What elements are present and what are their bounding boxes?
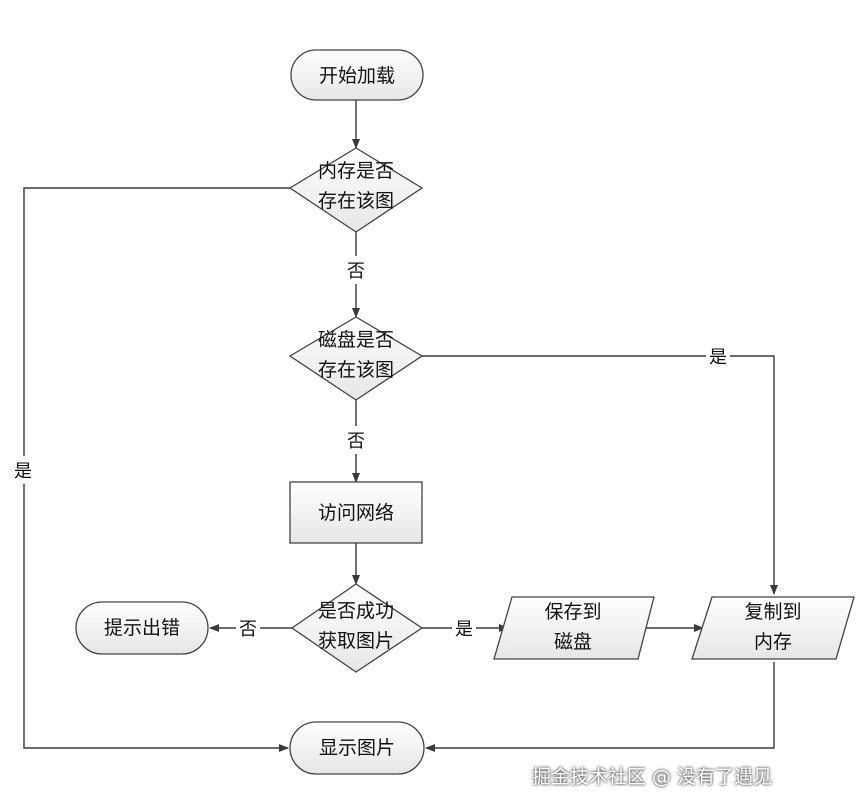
label-mem-no: 否 xyxy=(347,261,365,282)
node-start-label: 开始加载 xyxy=(319,65,395,87)
node-mem-check: 内存是否 存在该图 xyxy=(288,147,424,233)
label-mem-yes: 是 xyxy=(14,461,32,482)
node-error: 提示出错 xyxy=(75,601,209,655)
edge-disk-to-copy xyxy=(422,355,778,595)
edge-mem-to-display xyxy=(23,187,292,752)
node-disk-check-line1: 磁盘是否 xyxy=(318,329,394,351)
node-save-disk-line2: 磁盘 xyxy=(554,631,592,653)
node-disk-check-line2: 存在该图 xyxy=(318,359,394,381)
node-network: 访问网络 xyxy=(289,481,423,544)
node-display-label: 显示图片 xyxy=(319,737,395,759)
node-start: 开始加载 xyxy=(290,49,424,101)
label-disk-yes: 是 xyxy=(709,347,727,368)
watermark: 掘金技术社区 @ 没有了遇见 xyxy=(532,766,773,788)
label-disk-no: 否 xyxy=(347,431,365,452)
node-display: 显示图片 xyxy=(289,721,425,775)
node-copy-mem-line1: 复制到 xyxy=(744,601,801,623)
node-mem-check-line2: 存在该图 xyxy=(318,190,394,212)
node-copy-mem: 复制到 内存 xyxy=(691,596,855,660)
node-fetch-check-line2: 获取图片 xyxy=(318,630,394,652)
label-fetch-no: 否 xyxy=(239,619,257,640)
label-fetch-yes: 是 xyxy=(455,619,473,640)
node-copy-mem-line2: 内存 xyxy=(754,631,792,653)
node-network-label: 访问网络 xyxy=(318,502,394,524)
node-mem-check-line1: 内存是否 xyxy=(318,160,394,182)
edge-labels: 否 否 是 是 否 是 xyxy=(10,256,730,643)
node-fetch-check: 是否成功 获取图片 xyxy=(290,583,424,673)
node-save-disk-line1: 保存到 xyxy=(544,601,601,623)
node-fetch-check-line1: 是否成功 xyxy=(318,600,394,622)
node-error-label: 提示出错 xyxy=(104,617,180,639)
node-save-disk: 保存到 磁盘 xyxy=(493,596,655,660)
edge-copy-to-display xyxy=(425,662,775,752)
node-disk-check: 磁盘是否 存在该图 xyxy=(288,316,424,401)
